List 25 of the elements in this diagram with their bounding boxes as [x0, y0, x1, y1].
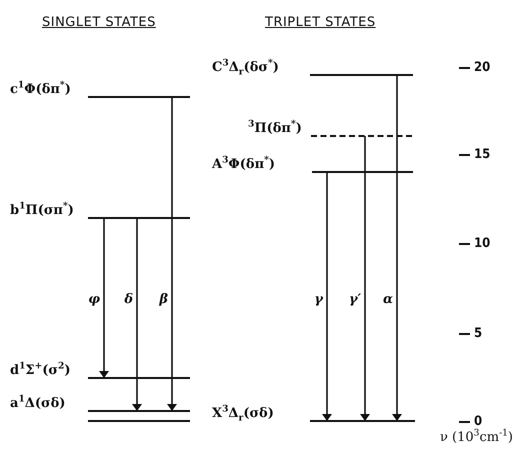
axis-tick-label: 15	[474, 147, 490, 162]
transition-arrow	[392, 75, 402, 421]
transition-arrow	[322, 172, 332, 421]
state-label: $^{3}$Π(δπ$^{*}$)	[248, 121, 302, 137]
edge-label: β	[158, 292, 169, 307]
state-label: b$^{1}$Π(σπ$^{*}$)	[10, 203, 74, 219]
state-label: X$^{3}$Δ$_{r}$(σδ)	[212, 406, 274, 422]
state-label: A$^{3}$Φ(δπ$^{*}$)	[212, 157, 276, 173]
column-heading: SINGLET STATES	[42, 15, 156, 30]
axis-tick-label: 5	[474, 326, 482, 341]
axis-tick-label: 0	[474, 414, 482, 429]
axis-label: ν (10$^{3}$cm$^{-1}$)	[440, 430, 513, 445]
state-label: C$^{3}$Δ$_{r}$(δσ$^{*}$)	[212, 60, 279, 76]
state-label: a$^{1}$Δ(σδ)	[10, 396, 66, 412]
transition-arrow	[99, 218, 109, 378]
edge-label: γ′	[348, 292, 362, 307]
axis-tick-label: 10	[474, 236, 490, 251]
state-label: d$^{1}$Σ$^{+}$(σ$^{2}$)	[10, 363, 70, 379]
energy-level	[88, 418, 190, 422]
transition-arrow	[132, 218, 142, 411]
axis-tick-label: 20	[474, 60, 490, 75]
transition-arrow	[167, 97, 177, 411]
state-label: c$^{1}$Φ(δπ$^{*}$)	[10, 82, 71, 98]
column-heading: TRIPLET STATES	[265, 15, 376, 30]
transition-arrow	[360, 136, 370, 421]
